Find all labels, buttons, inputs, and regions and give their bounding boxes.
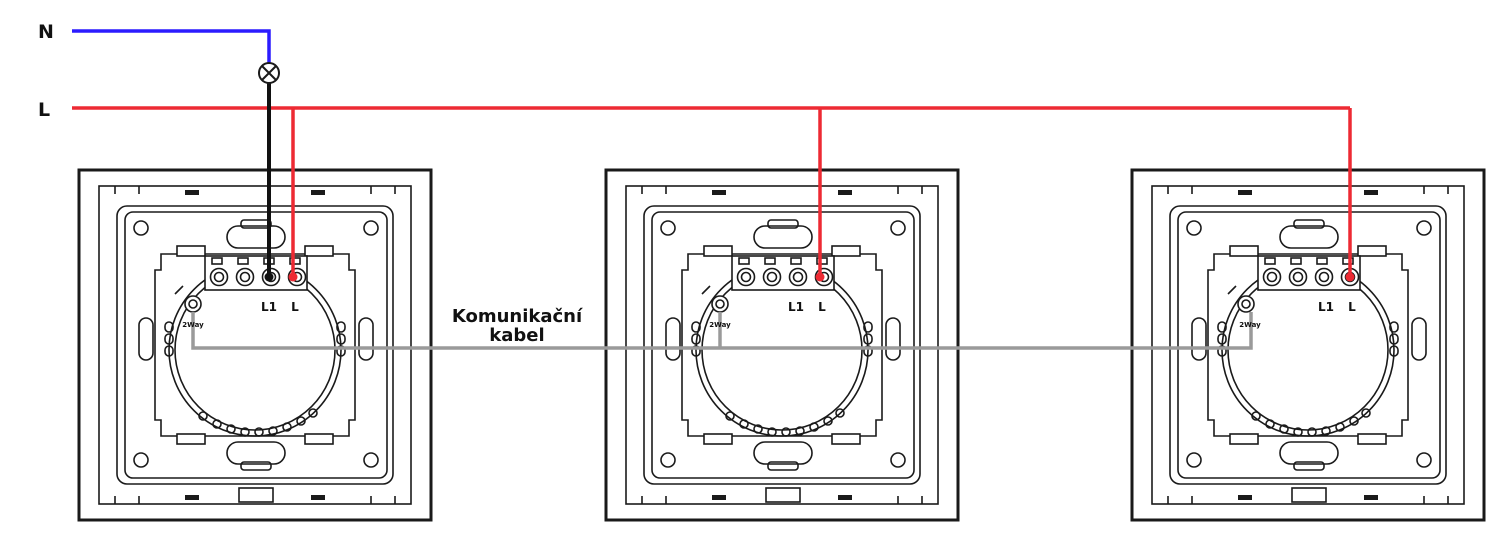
terminal-l-label: L (818, 300, 826, 314)
two-way-label: 2Way (182, 321, 204, 329)
communication-cable-wire (191, 312, 1253, 350)
neutral-label: N (38, 21, 54, 43)
terminal-l-label: L (1348, 300, 1356, 314)
lamp-icon (258, 62, 280, 84)
terminal-l1-label: L1 (261, 300, 277, 314)
switch-module-2 (604, 168, 960, 522)
two-way-label: 2Way (709, 321, 731, 329)
switch-module-3 (1130, 168, 1486, 522)
cable-label-line1: Komunikační (452, 306, 583, 327)
terminal-l1-label: L1 (788, 300, 804, 314)
terminal-l1-label: L1 (1318, 300, 1334, 314)
live-label: L (38, 99, 50, 121)
neutral-wire (72, 29, 271, 63)
switch-module-1 (77, 168, 433, 522)
two-way-label: 2Way (1239, 321, 1261, 329)
terminal-l-label: L (291, 300, 299, 314)
cable-label-line2: kabel (489, 325, 544, 346)
